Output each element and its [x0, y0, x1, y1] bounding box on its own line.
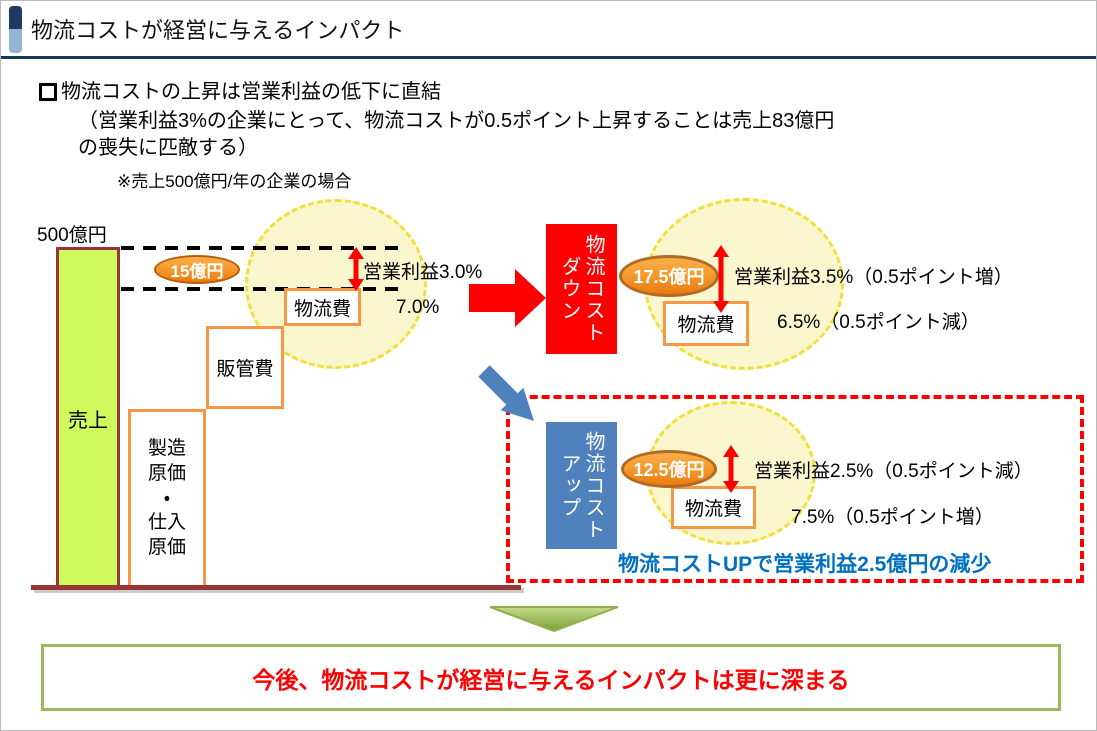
dashed-line-top	[121, 246, 404, 250]
conclusion-text: 今後、物流コストが経営に与えるインパクトは更に深まる	[252, 666, 850, 693]
dashed-line-profit	[121, 287, 404, 291]
cost-down-profit-badge: 17.5億円	[619, 255, 719, 297]
sales-bar-label: 売上	[68, 409, 108, 432]
title-divider	[1, 56, 1096, 59]
cost-up-logistics-rate-text: 7.5%（0.5ポイント増）	[791, 507, 994, 528]
lead-line-3: の喪失に匹敵する）	[78, 137, 258, 159]
red-right-arrow-icon	[469, 269, 546, 327]
page-title: 物流コストが経営に与えるインパクト	[31, 18, 405, 43]
cost-down-label-col2: ダウン	[558, 256, 580, 322]
sales-total-label: 500億円	[37, 225, 107, 246]
chart-baseline	[31, 585, 521, 590]
conclusion-banner: 今後、物流コストが経営に与えるインパクトは更に深まる	[41, 644, 1061, 711]
cogs-cost-box: 製造 原価 ・ 仕入 原価	[128, 409, 206, 589]
square-bullet-icon	[39, 83, 57, 101]
cost-down-logistics-rate-text: 6.5%（0.5ポイント減）	[777, 312, 980, 333]
cost-up-label-col1: 物流コスト	[582, 430, 604, 541]
cost-up-callout-text: 物流コストUPで営業利益2.5億円の減少	[618, 553, 992, 576]
logistics-cost-label: 物流費	[293, 298, 351, 320]
title-accent-bar-icon	[9, 6, 22, 53]
base-profit-text: 営業利益3.0%	[363, 262, 483, 283]
assumption-note: ※売上500億円/年の企業の場合	[117, 172, 352, 191]
double-arrow-icon	[723, 445, 739, 493]
cost-down-logistics-box: 物流費	[663, 301, 749, 346]
sales-bar: 売上	[56, 247, 120, 589]
green-down-triangle-icon	[489, 606, 619, 632]
lead-line-1: 物流コストの上昇は営業利益の低下に直結	[61, 81, 441, 103]
cost-up-profit-text: 営業利益2.5%（0.5ポイント減）	[754, 461, 1033, 482]
cogs-cost-label: 製造 原価 ・ 仕入 原価	[147, 438, 186, 559]
cost-down-box: 物流コスト ダウン	[546, 224, 617, 354]
cost-up-logistics-label: 物流費	[684, 499, 742, 520]
cost-up-box: 物流コスト アップ	[546, 422, 617, 549]
double-arrow-icon	[348, 247, 364, 291]
double-arrow-icon	[713, 245, 729, 313]
base-logistics-rate-text: 7.0%	[396, 297, 440, 318]
blue-down-right-arrow-icon	[478, 365, 534, 421]
cost-up-profit-badge: 12.5億円	[621, 450, 717, 488]
cost-up-label-col2: アップ	[558, 452, 580, 519]
lead-line-2: （営業利益3%の企業にとって、物流コストが0.5ポイント上昇することは売上83億…	[78, 110, 835, 132]
sga-cost-label: 販管費	[216, 359, 274, 380]
cost-down-label-col1: 物流コスト	[582, 234, 604, 344]
profit-amount-badge: 15億円	[154, 255, 240, 284]
cost-up-logistics-box: 物流費	[671, 486, 756, 529]
cost-down-profit-text: 営業利益3.5%（0.5ポイント増）	[734, 267, 1013, 288]
logistics-cost-box: 物流費	[284, 288, 361, 326]
sga-cost-box: 販管費	[206, 326, 284, 409]
cost-down-logistics-label: 物流費	[677, 315, 735, 336]
cost-up-emphasis-frame	[506, 395, 1084, 583]
